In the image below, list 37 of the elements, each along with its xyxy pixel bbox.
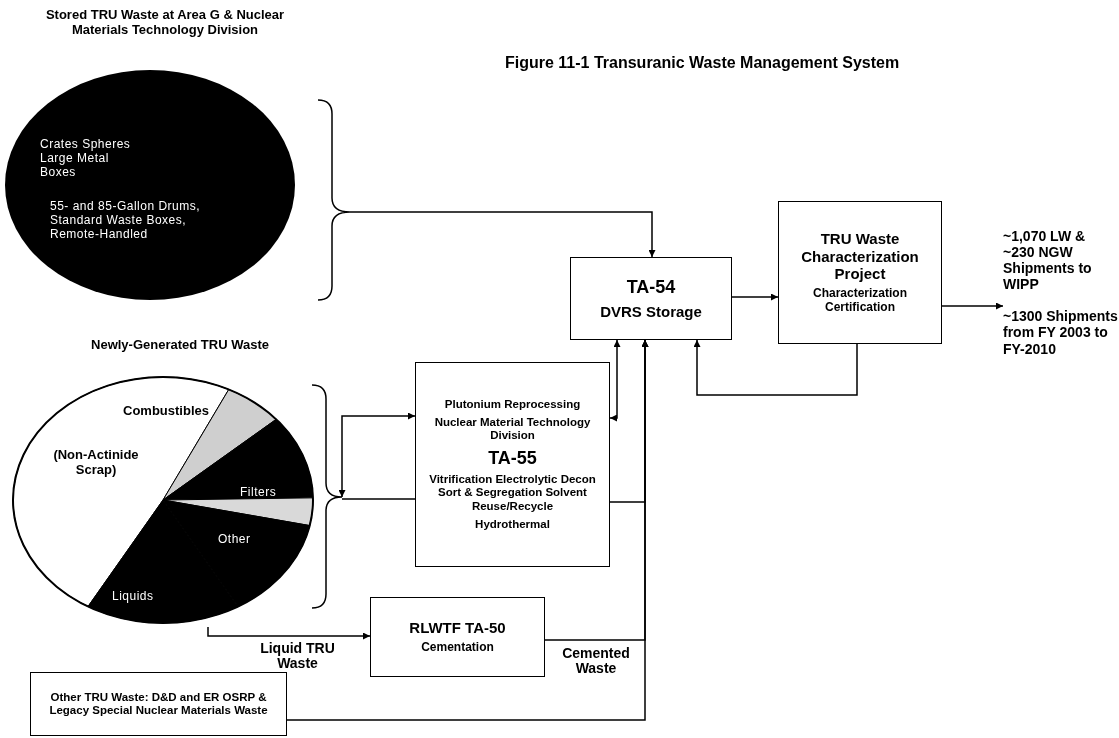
segment-label: Other [218,533,252,547]
box-heading: Other TRU Waste: D&D and ER OSRP & Legacy Special Nuclear Materials Waste [48,690,269,718]
shipment-note: ~1300 Shipments from FY 2003 to FY-2010 [1003,308,1119,357]
arrow [207,626,371,640]
box-heading: TRU Waste Characterization Project [800,230,920,283]
arrow [286,339,649,721]
box-text: Nuclear Material Technology Division [433,416,592,443]
diagram-title: Figure 11-1 Transuranic Waste Management System [505,54,900,72]
arrow [731,293,779,301]
arrow [349,211,656,258]
segment-label: 55- and 85-Gallon Drums, Standard Waste Boxes, Remote-Handled [50,200,202,242]
process-box [778,201,942,344]
box-heading: RLWTF TA-50 [409,618,506,637]
box-text: TA-55 [488,447,537,469]
box-text: Cementation [421,641,494,655]
segment-label: Filters [240,486,278,500]
process-box [570,257,732,340]
box-text: Vitrification Electrolytic Decon Sort & Segregation Solvent Reuse/Recycle [428,473,597,513]
process-box [30,672,287,736]
segment-label: Liquids [112,590,155,604]
box-heading: TA-54 [626,277,676,298]
arrow [338,412,416,498]
box-heading: Plutonium Reprocessing [444,397,581,412]
shipment-note: ~1,070 LW & ~230 NGW Shipments to WIPP [1003,228,1093,293]
box-text: DVRS Storage [600,302,702,320]
group-heading: Newly-Generated TRU Waste [90,338,270,353]
segment-label: (Non-Actinide Scrap) [52,448,140,478]
segment-label: Combustibles [122,404,210,419]
box-text: Characterization Certification [812,287,908,315]
arrow [609,339,621,422]
process-box [415,362,610,567]
arrow [693,339,858,396]
segment-label: Crates Spheres Large Metal Boxes [40,138,132,180]
box-text: Hydrothermal [475,517,550,532]
process-box [370,597,545,677]
group-heading: Stored TRU Waste at Area G & Nuclear Materials Technology Division [45,8,285,38]
arrow [941,302,1004,310]
